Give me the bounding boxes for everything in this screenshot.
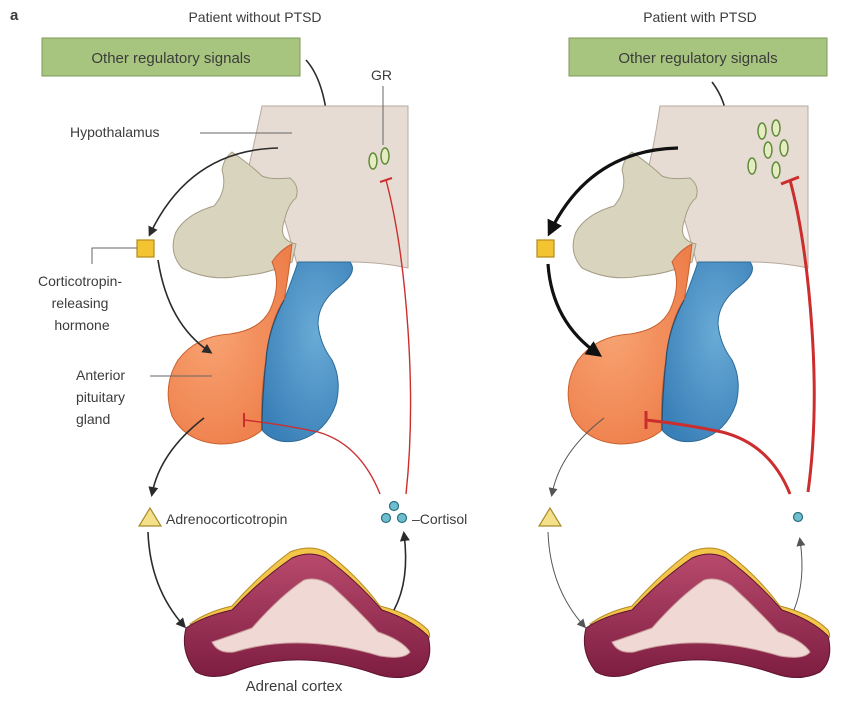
- right-gr-receptor-icon: [772, 162, 780, 178]
- right-panel: Patient with PTSD Other regulatory signa…: [537, 9, 830, 678]
- left-panel: Patient without PTSD Other regulatory si…: [38, 9, 467, 695]
- left-gr-receptor-icon: [381, 148, 389, 164]
- left-acth-to-adrenal-arrow: [148, 532, 184, 626]
- right-cortisol-up-arrow: [794, 540, 802, 610]
- left-cortisol-up-arrow: [394, 534, 406, 610]
- right-gr-receptor-icon: [758, 123, 766, 139]
- left-crh-label-line: Corticotropin-: [38, 273, 122, 289]
- right-crh-square: [537, 240, 554, 257]
- left-cortisol-molecule: [398, 514, 407, 523]
- left-regulatory-label: Other regulatory signals: [91, 50, 250, 67]
- left-crh-label-line: releasing: [52, 295, 109, 311]
- left-pituitary-label-line: pituitary: [76, 389, 125, 405]
- left-panel-title: Patient without PTSD: [188, 9, 321, 25]
- left-pituitary-label: Anterior pituitary gland: [76, 367, 129, 427]
- left-crh-label: Corticotropin- releasing hormone: [38, 273, 126, 333]
- right-acth-triangle: [539, 508, 561, 526]
- left-pituitary-label-line: gland: [76, 411, 110, 427]
- panel-letter: a: [10, 7, 19, 24]
- right-posterior-pituitary: [662, 262, 753, 442]
- right-gr-receptor-icon: [764, 142, 772, 158]
- right-gr-receptor-icon: [748, 158, 756, 174]
- right-panel-title: Patient with PTSD: [643, 9, 757, 25]
- right-gr-receptor-icon: [780, 140, 788, 156]
- left-hypothalamus-label: Hypothalamus: [70, 124, 160, 140]
- right-acth-to-adrenal-arrow: [548, 532, 584, 626]
- left-acth-label: Adrenocorticotropin: [166, 511, 287, 527]
- left-adrenal-label: Adrenal cortex: [246, 678, 343, 695]
- left-cortisol-label: –Cortisol: [412, 511, 467, 527]
- left-crh-square: [137, 240, 154, 257]
- left-cortisol-molecule: [390, 502, 399, 511]
- right-regulatory-label: Other regulatory signals: [618, 50, 777, 67]
- left-crh-leader: [92, 248, 137, 264]
- left-cortisol-molecule: [382, 514, 391, 523]
- right-gr-receptor-icon: [772, 120, 780, 136]
- left-crh-label-line: hormone: [54, 317, 109, 333]
- right-cortisol-molecule: [794, 513, 803, 522]
- left-pituitary-label-line: Anterior: [76, 367, 125, 383]
- right-crh-to-pituitary-arrow: [548, 264, 598, 354]
- left-gr-label: GR: [371, 67, 392, 83]
- left-acth-triangle: [139, 508, 161, 526]
- left-posterior-pituitary: [262, 262, 353, 442]
- left-gr-receptor-icon: [369, 153, 377, 169]
